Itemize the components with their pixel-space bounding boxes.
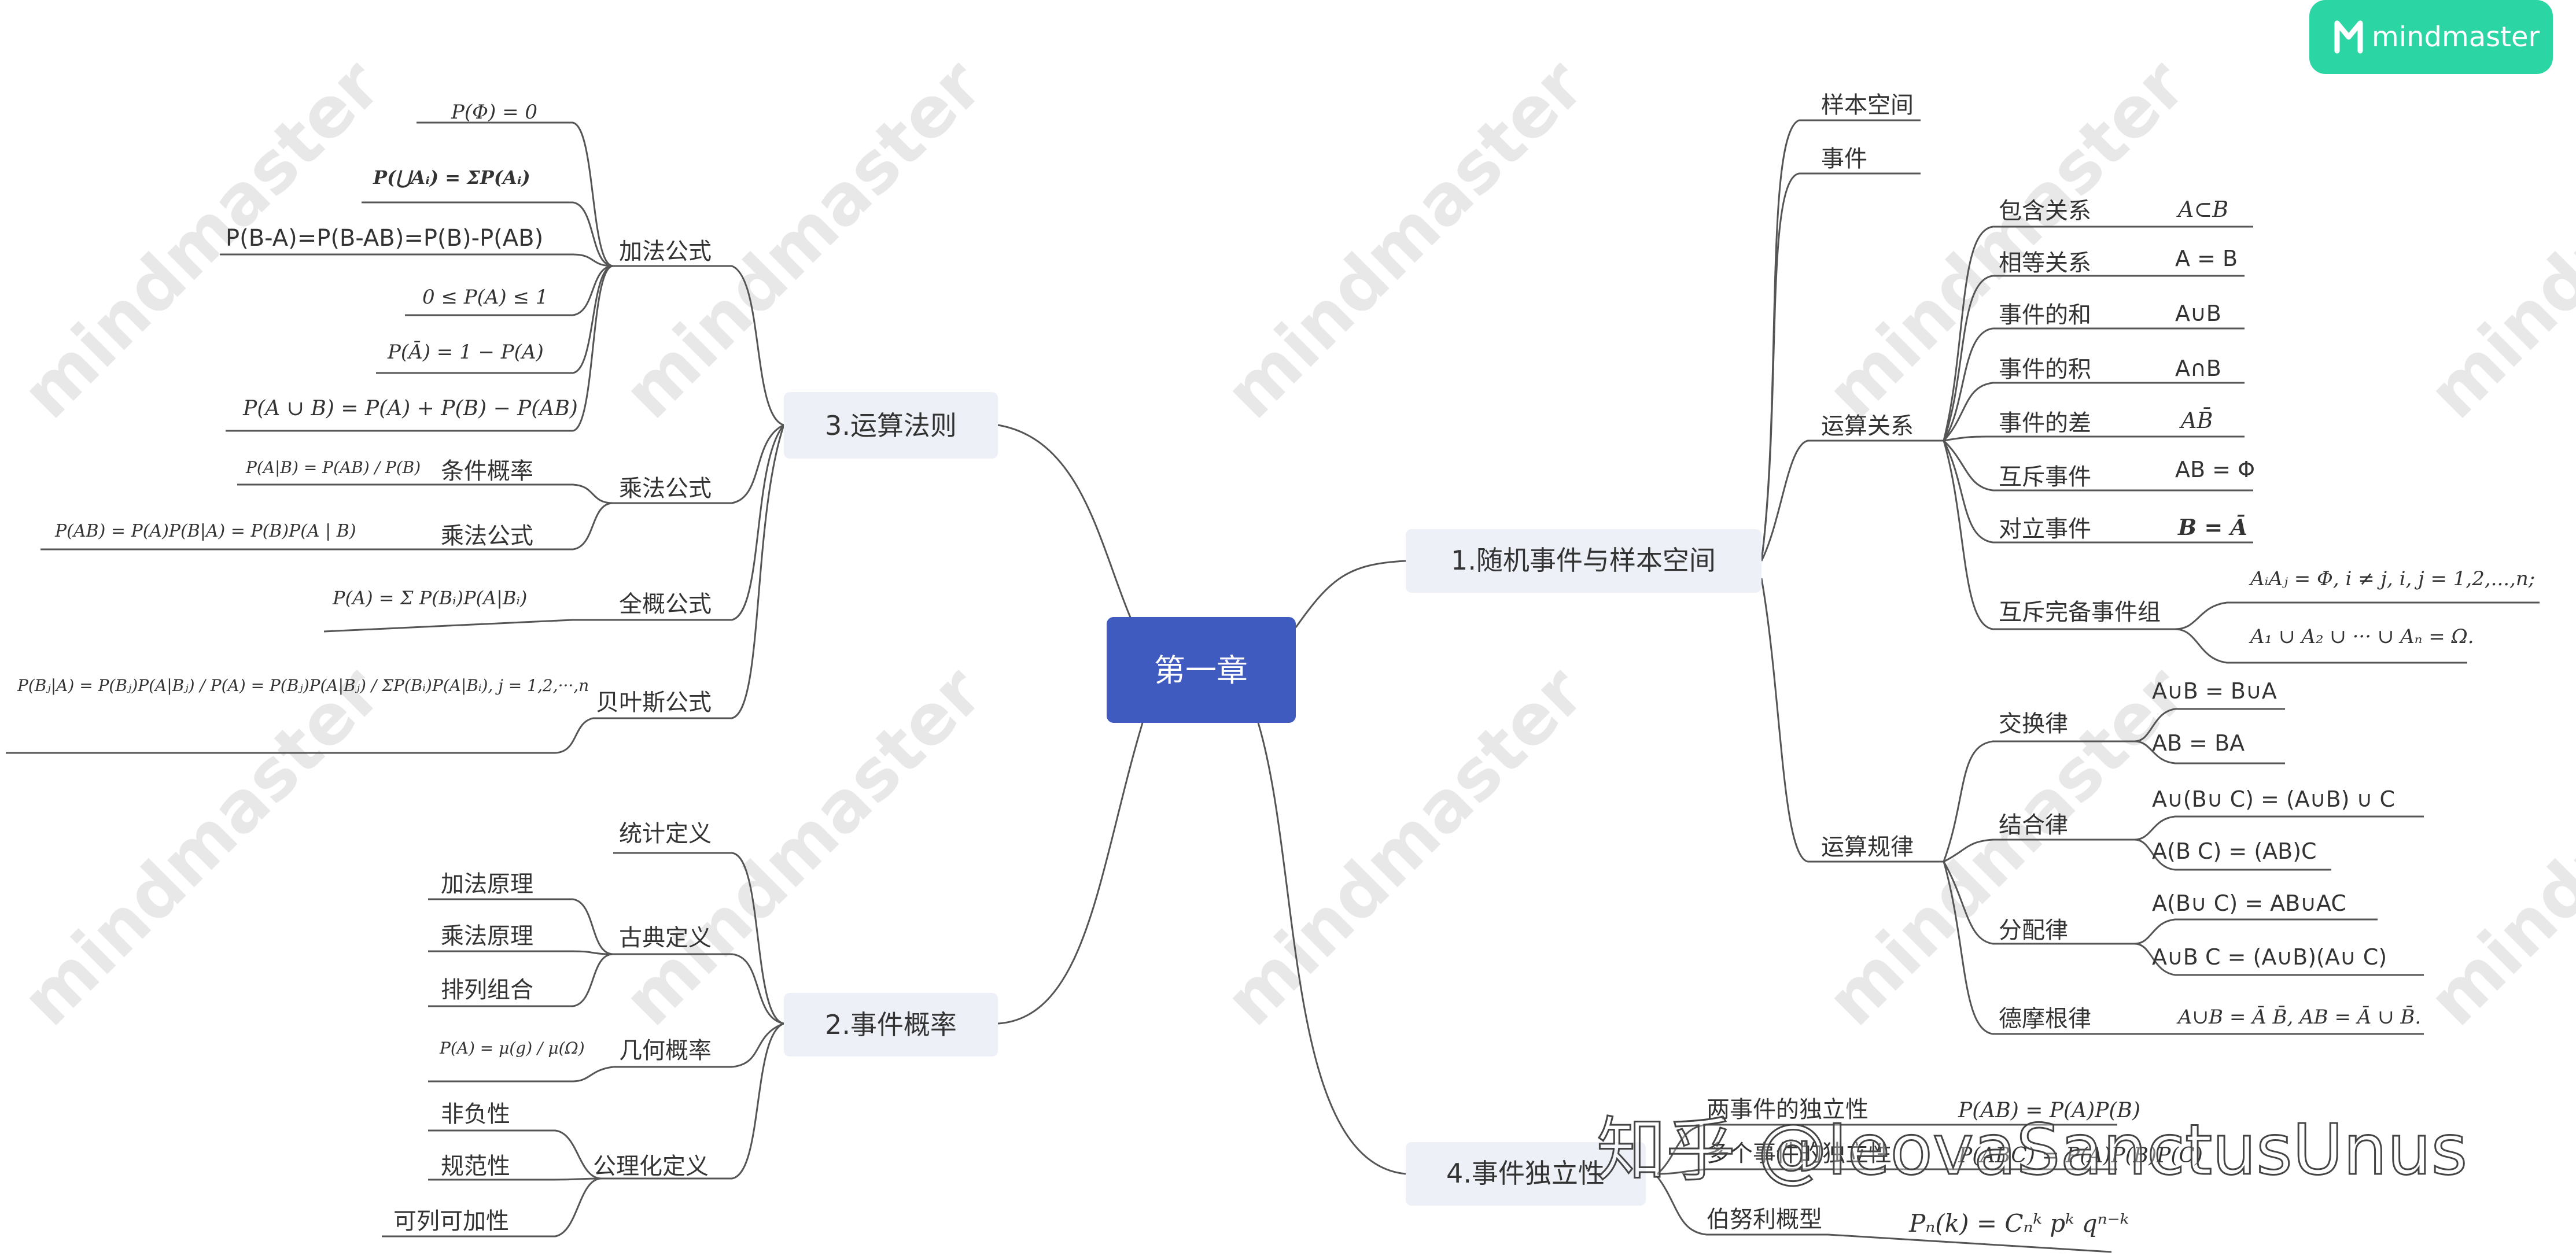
connector-lines: [6, 119, 2540, 1253]
relation-name[interactable]: 事件的差: [1999, 410, 2091, 437]
prob-classic[interactable]: 古典定义: [619, 925, 712, 951]
topic-node-2[interactable]: 2.事件概率: [784, 993, 998, 1056]
topic1-branch: 样本空间 事件 运算关系 运算规律 包含关系 相等关系 事件的和 事件的积 事件…: [1821, 92, 2535, 1032]
topic4-branch: 两事件的独立性 多个事件的独立性 伯努利概型 P(AB) = P(A)P(B) …: [1707, 1096, 2203, 1237]
law-formula: A∪B = Ā B̄, AB = Ā ∪ B̄.: [2176, 1005, 2421, 1029]
prob-geo[interactable]: 几何概率: [619, 1037, 712, 1064]
relation-name[interactable]: 互斥完备事件组: [1999, 599, 2161, 626]
relation-formula: A⊂B: [2176, 197, 2228, 222]
independence-formula: P(ABC) = P(A)P(B)P(C): [1958, 1144, 2203, 1168]
topic2-branch: 统计定义 古典定义 几何概率 公理化定义 加法原理 乘法原理 排列组合 P(A)…: [393, 821, 712, 1235]
root-node-label: 第一章: [1154, 652, 1248, 689]
add-formula: P(⋃Aᵢ) = ΣP(Aᵢ): [373, 167, 530, 189]
topic-node-4[interactable]: 4.事件独立性: [1406, 1142, 1646, 1206]
law-name[interactable]: 交换律: [1999, 711, 2068, 737]
topic3-branch: 加法公式 乘法公式 全概公式 贝叶斯公式 P(Φ) = 0 P(⋃Aᵢ) = Σ…: [17, 101, 712, 716]
add-formula: P(B-A)=P(B-AB)=P(B)-P(AB): [226, 225, 543, 252]
relation-name[interactable]: 事件的和: [1999, 302, 2091, 328]
node-event[interactable]: 事件: [1821, 146, 1867, 172]
law-name[interactable]: 结合律: [1999, 812, 2068, 838]
law-name[interactable]: 德摩根律: [1999, 1006, 2091, 1032]
relation-formula: A₁ ∪ A₂ ∪ ··· ∪ Aₙ = Ω.: [2249, 625, 2474, 648]
relation-name[interactable]: 包含关系: [1999, 198, 2091, 224]
topic-node-1-box: [1406, 529, 1761, 593]
classic-item[interactable]: 乘法原理: [441, 923, 533, 950]
add-formula: P(A ∪ B) = P(A) + P(B) − P(AB): [242, 397, 578, 420]
relation-formula: AB̄: [2179, 408, 2213, 433]
mindmaster-logo-icon: [2334, 20, 2363, 54]
node-relations[interactable]: 运算关系: [1821, 413, 1914, 439]
topic-node-3[interactable]: 3.运算法则: [784, 392, 998, 459]
root-node[interactable]: 第一章: [1107, 617, 1296, 723]
independence-item[interactable]: 两事件的独立性: [1707, 1096, 1869, 1123]
brand-badge-text: mindmaster: [2372, 21, 2540, 53]
root-node-box: [1107, 617, 1296, 723]
topic-node-4-box: [1406, 1142, 1646, 1206]
prob-stat[interactable]: 统计定义: [619, 821, 712, 847]
independence-item[interactable]: 多个事件的独立性: [1707, 1140, 1892, 1167]
node-sample-space[interactable]: 样本空间: [1821, 92, 1914, 119]
classic-item[interactable]: 加法原理: [441, 871, 533, 897]
add-formula: 0 ≤ P(A) ≤ 1: [422, 286, 548, 309]
relation-formula: AᵢAⱼ = Φ, i ≠ j, i, j = 1,2,...,n;: [2249, 567, 2535, 590]
law-formula: A∪(B∪ C) = (A∪B) ∪ C: [2152, 786, 2395, 812]
law-formula: AB = BA: [2152, 730, 2245, 756]
topic-node-3-box: [784, 392, 998, 459]
cond-formula: P(A|B) = P(AB) / P(B): [245, 458, 421, 477]
independence-formula: P(AB) = P(A)P(B): [1958, 1099, 2140, 1122]
mul-formula: P(AB) = P(A)P(B|A) = P(B)P(A | B): [54, 521, 356, 541]
law-name[interactable]: 分配律: [1999, 917, 2068, 944]
law-formula: A(B∪ C) = AB∪AC: [2152, 891, 2346, 916]
relation-name[interactable]: 事件的积: [1999, 356, 2091, 383]
add-formula: P(Φ) = 0: [451, 101, 537, 124]
geo-formula: P(A) = μ(g) / μ(Ω): [439, 1039, 585, 1058]
topic-node-1[interactable]: 1.随机事件与样本空间: [1406, 529, 1761, 593]
cond-label[interactable]: 条件概率: [441, 458, 533, 485]
total-formula: P(A) = Σ P(Bᵢ)P(A|Bᵢ): [332, 587, 527, 609]
rule-total[interactable]: 全概公式: [619, 591, 712, 618]
watermark-text: mindmaster: [1210, 45, 1600, 434]
topic-node-4-label: 4.事件独立性: [1446, 1158, 1605, 1189]
classic-item[interactable]: 排列组合: [441, 977, 533, 1003]
axiom-item[interactable]: 非负性: [441, 1101, 510, 1128]
relation-name[interactable]: 互斥事件: [1999, 464, 2091, 490]
independence-item[interactable]: 伯努利概型: [1707, 1206, 1822, 1233]
relation-formula: A = B: [2175, 246, 2238, 271]
watermark-text: mindmaster: [2413, 45, 2576, 434]
rule-add[interactable]: 加法公式: [619, 238, 712, 265]
prob-axiom[interactable]: 公理化定义: [593, 1153, 709, 1180]
brand-badge[interactable]: mindmaster: [2309, 0, 2553, 74]
topic-node-3-label: 3.运算法则: [825, 410, 957, 441]
topic-node-1-label: 1.随机事件与样本空间: [1451, 545, 1716, 576]
bayes-formula: P(Bⱼ|A) = P(Bⱼ)P(A|Bⱼ) / P(A) = P(Bⱼ)P(A…: [17, 676, 589, 695]
relation-formula: B = Ā: [2177, 514, 2247, 540]
topic-node-2-box: [784, 993, 998, 1056]
independence-formula: Pₙ(k) = Cₙᵏ pᵏ qⁿ⁻ᵏ: [1908, 1209, 2129, 1237]
relation-name[interactable]: 对立事件: [1999, 516, 2091, 542]
rule-bayes[interactable]: 贝叶斯公式: [596, 689, 712, 716]
law-formula: A(B C) = (AB)C: [2152, 838, 2317, 864]
axiom-item[interactable]: 规范性: [441, 1153, 510, 1180]
law-formula: A∪B C = (A∪B)(A∪ C): [2152, 944, 2387, 970]
credit-overlay: 知乎 @IeovaSanctusUnus: [1596, 1110, 2468, 1192]
mul-formula-label[interactable]: 乘法公式: [441, 523, 533, 549]
watermark-text: mindmaster: [2413, 652, 2576, 1041]
law-formula: A∪B = B∪A: [2152, 678, 2277, 704]
credit-text: 知乎 @IeovaSanctusUnus: [1597, 1110, 2467, 1191]
relation-name[interactable]: 相等关系: [1999, 250, 2091, 276]
brand-badge-bg: [2309, 0, 2553, 74]
relation-formula: A∩B: [2175, 356, 2221, 381]
relation-formula: AB = Φ: [2175, 457, 2255, 482]
add-formula: P(Ā) = 1 − P(A): [387, 341, 544, 364]
relation-formula: A∪B: [2175, 301, 2221, 326]
axiom-item[interactable]: 可列可加性: [393, 1208, 509, 1235]
watermark-text: mindmaster: [7, 652, 396, 1041]
topic-node-2-label: 2.事件概率: [825, 1009, 957, 1040]
rule-mul[interactable]: 乘法公式: [619, 475, 712, 502]
node-laws[interactable]: 运算规律: [1821, 834, 1914, 860]
